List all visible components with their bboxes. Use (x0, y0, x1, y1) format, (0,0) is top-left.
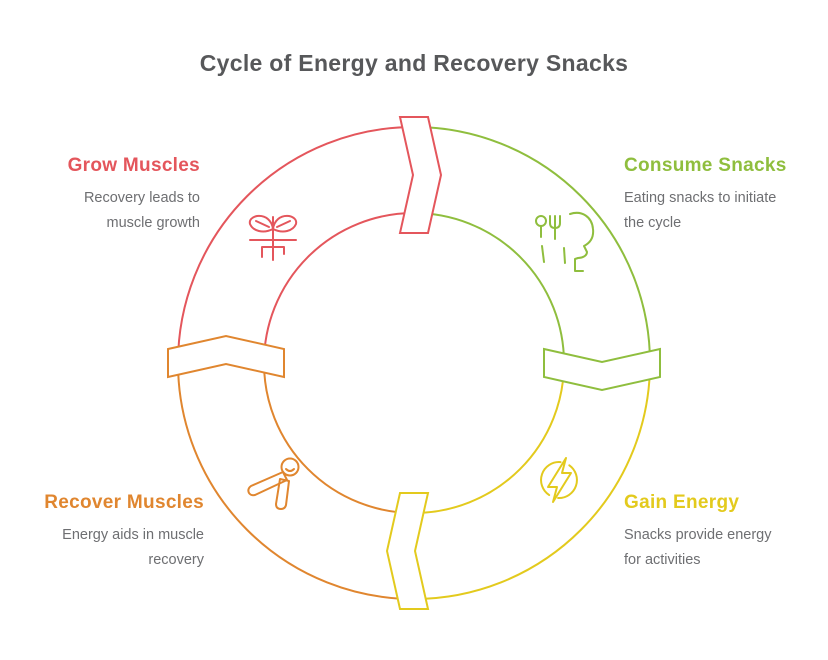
flow-arrow-left (167, 334, 285, 379)
step-label: Consume Snacks (624, 155, 787, 176)
step-label: Recover Muscles (44, 492, 204, 513)
page-title: Cycle of Energy and Recovery Snacks (199, 50, 629, 76)
stretching-person-icon (247, 457, 300, 510)
step-block-recover-muscles: Recover Muscles Energy aids in muscle re… (18, 492, 204, 573)
step-description: Snacks provide energy for activities (624, 527, 772, 568)
ring-segment-recover (177, 362, 415, 600)
step-description: Eating snacks to initiate the cycle (624, 190, 777, 231)
seedling-icon (248, 214, 298, 261)
flow-arrow-bottom (385, 492, 430, 610)
ring-segment-grow (177, 126, 415, 364)
step-block-gain-energy: Gain Energy Snacks provide energy for ac… (624, 492, 816, 573)
step-label: Gain Energy (624, 492, 740, 513)
ring-segment-consume (413, 126, 651, 364)
step-label: Grow Muscles (67, 155, 200, 176)
ring-segment-gain (413, 362, 651, 600)
flow-arrow-right (543, 347, 661, 392)
flow-arrow-top (398, 116, 443, 234)
step-block-grow-muscles: Grow Muscles Recovery leads to muscle gr… (28, 155, 200, 236)
step-description: Energy aids in muscle recovery (62, 527, 204, 568)
lightning-bolt-icon (540, 457, 578, 503)
eating-icon (535, 211, 595, 272)
step-block-consume-snacks: Consume Snacks Eating snacks to initiate… (624, 155, 816, 236)
step-description: Recovery leads to muscle growth (83, 190, 200, 231)
